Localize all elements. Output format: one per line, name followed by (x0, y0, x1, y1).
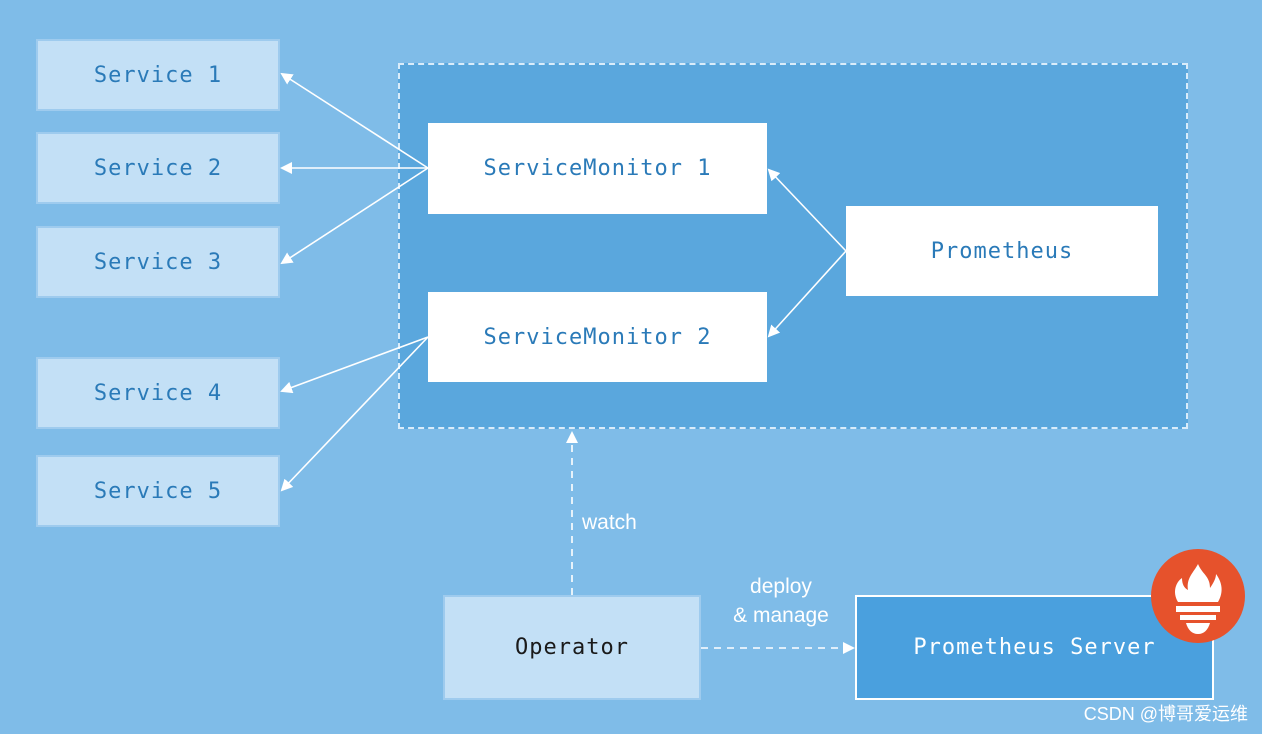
prometheus-label: Prometheus (930, 238, 1074, 264)
operator-label: Operator (515, 635, 629, 660)
prometheus-flame-icon (1151, 549, 1245, 643)
service-monitor-1-label: ServiceMonitor 1 (483, 156, 712, 181)
service-1-box: Service 1 (36, 39, 280, 111)
watermark: CSDN @博哥爱运维 (1083, 704, 1248, 724)
service-4-label: Service 4 (93, 380, 223, 406)
service-monitor-1-box: ServiceMonitor 1 (428, 123, 767, 214)
service-3-label: Service 3 (93, 249, 223, 275)
service-2-label: Service 2 (93, 155, 223, 181)
prometheus-server-label: Prometheus Server (913, 635, 1156, 660)
service-1-label: Service 1 (93, 62, 223, 88)
manage-label: & manage (733, 604, 829, 627)
watch-label: watch (582, 511, 637, 534)
service-monitor-2-label: ServiceMonitor 2 (483, 324, 712, 350)
deploy-label: deploy (750, 575, 812, 598)
prometheus-box: Prometheus (846, 206, 1158, 296)
service-3-box: Service 3 (36, 226, 280, 298)
service-monitor-2-box: ServiceMonitor 2 (428, 292, 767, 382)
service-5-box: Service 5 (36, 455, 280, 527)
service-4-box: Service 4 (36, 357, 280, 429)
service-5-label: Service 5 (93, 478, 223, 504)
operator-box: Operator (443, 595, 701, 700)
service-2-box: Service 2 (36, 132, 280, 204)
